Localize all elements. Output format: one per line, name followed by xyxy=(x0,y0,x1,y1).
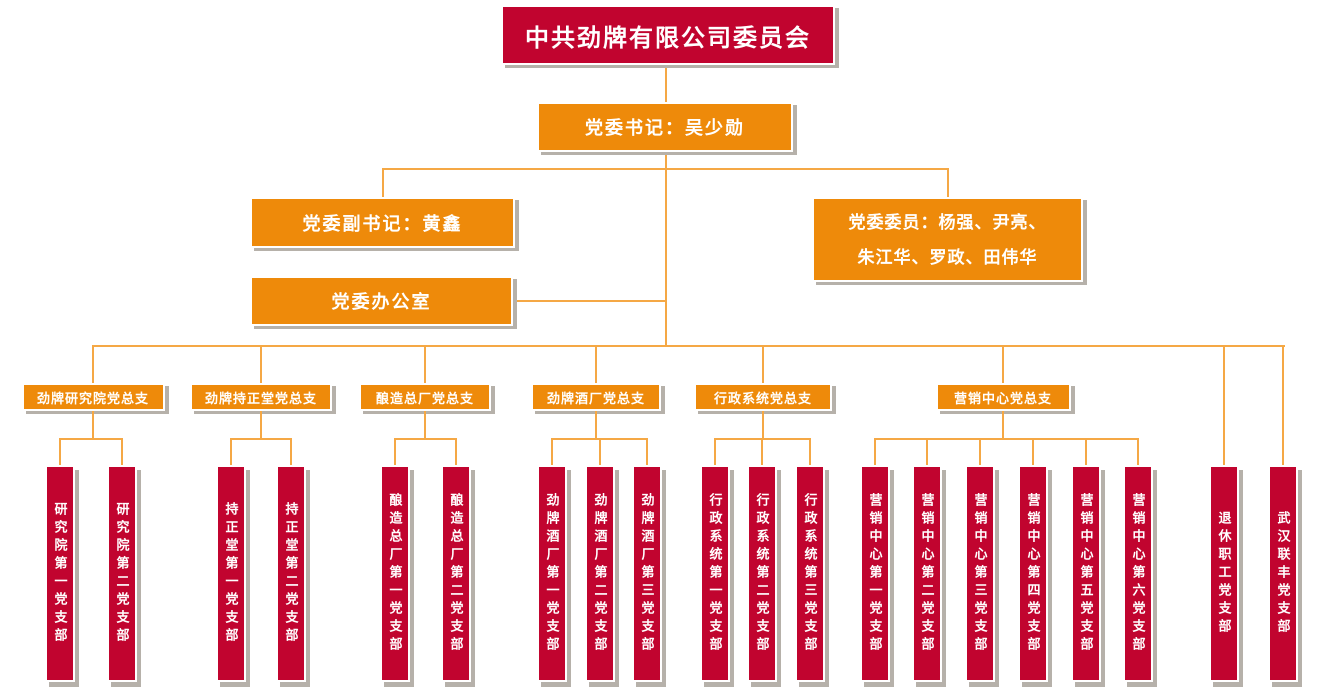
node-party-branch: 酿造总厂第二党支部 xyxy=(441,465,471,682)
committee-members-line1: 党委委员：杨强、尹亮、 xyxy=(848,212,1047,232)
node-party-branch: 行政系统第三党支部 xyxy=(795,465,825,682)
node-general-branch: 行政系统党总支 xyxy=(694,383,832,411)
connector-drop-general-branch xyxy=(595,345,597,383)
connector-drop-party-branch xyxy=(714,438,716,467)
connector-drop-party-branch xyxy=(394,438,396,467)
connector-branch-stem xyxy=(762,411,764,440)
node-party-branch: 武汉联丰党支部 xyxy=(1268,465,1298,682)
committee-members-line2: 朱江华、罗政、田伟华 xyxy=(857,247,1038,267)
connector-drop-party-branch xyxy=(1137,438,1139,467)
node-party-branch: 行政系统第一党支部 xyxy=(700,465,730,682)
node-party-branch: 营销中心第四党支部 xyxy=(1018,465,1048,682)
connector-drop-party-branch xyxy=(455,438,457,467)
connector-level2-horizontal xyxy=(382,168,949,170)
connector-branch-stem xyxy=(260,411,262,440)
node-party-branch: 酿造总厂第一党支部 xyxy=(380,465,410,682)
node-party-branch: 营销中心第二党支部 xyxy=(912,465,942,682)
node-party-branch: 劲牌酒厂第一党支部 xyxy=(537,465,567,682)
connector-committee-secretary xyxy=(665,65,667,102)
deputy-secretary-label: 党委副书记：黄鑫 xyxy=(302,213,463,234)
connector-branch-horizontal xyxy=(874,438,1139,440)
connector-drop-party-branch xyxy=(290,438,292,467)
node-party-branch: 劲牌酒厂第三党支部 xyxy=(632,465,662,682)
connector-drop-members xyxy=(947,168,949,197)
connector-drop-party-branch xyxy=(599,438,601,467)
connector-drop-general-branch xyxy=(92,345,94,383)
connector-drop-party-branch xyxy=(926,438,928,467)
connector-drop-direct-branch xyxy=(1223,345,1225,467)
connector-drop-party-branch xyxy=(1085,438,1087,467)
node-party-branch: 行政系统第二党支部 xyxy=(747,465,777,682)
connector-drop-party-branch xyxy=(551,438,553,467)
connector-branch-horizontal xyxy=(230,438,292,440)
node-general-branch: 劲牌研究院党总支 xyxy=(21,383,165,411)
connector-branch-horizontal xyxy=(394,438,457,440)
connector-drop-party-branch xyxy=(646,438,648,467)
connector-drop-general-branch xyxy=(424,345,426,383)
connector-drop-party-branch xyxy=(1032,438,1034,467)
node-party-branch: 持正堂第一党支部 xyxy=(216,465,246,682)
connector-drop-party-branch xyxy=(809,438,811,467)
connector-branch-stem xyxy=(595,411,597,440)
connector-main-horizontal xyxy=(93,345,1285,347)
node-party-branch: 退休职工党支部 xyxy=(1209,465,1239,682)
node-party-branch: 营销中心第六党支部 xyxy=(1123,465,1153,682)
connector-secretary-mainline xyxy=(665,152,667,346)
connector-drop-party-branch xyxy=(59,438,61,467)
node-party-secretary: 党委书记：吴少勋 xyxy=(537,102,793,152)
connector-office xyxy=(513,300,666,302)
connector-drop-general-branch xyxy=(260,345,262,383)
party-secretary-label: 党委书记：吴少勋 xyxy=(585,118,745,138)
node-party-branch: 持正堂第二党支部 xyxy=(276,465,306,682)
connector-drop-deputy xyxy=(382,168,384,197)
node-party-branch: 营销中心第三党支部 xyxy=(965,465,995,682)
party-office-label: 党委办公室 xyxy=(331,292,432,312)
connector-drop-party-branch xyxy=(121,438,123,467)
node-party-branch: 营销中心第五党支部 xyxy=(1071,465,1101,682)
node-general-branch: 营销中心党总支 xyxy=(935,383,1071,411)
connector-branch-stem xyxy=(424,411,426,440)
node-party-branch: 研究院第二党支部 xyxy=(107,465,137,682)
party-committee-label: 中共劲牌有限公司委员会 xyxy=(525,24,811,52)
connector-drop-party-branch xyxy=(979,438,981,467)
node-party-branch: 营销中心第一党支部 xyxy=(860,465,890,682)
connector-branch-horizontal xyxy=(59,438,123,440)
connector-drop-party-branch xyxy=(761,438,763,467)
connector-drop-direct-branch xyxy=(1282,345,1284,467)
connector-drop-general-branch xyxy=(762,345,764,383)
node-party-committee: 中共劲牌有限公司委员会 xyxy=(501,5,835,65)
node-party-branch: 研究院第一党支部 xyxy=(45,465,75,682)
node-committee-members: 党委委员：杨强、尹亮、 朱江华、罗政、田伟华 xyxy=(812,197,1083,282)
node-general-branch: 劲牌持正堂党总支 xyxy=(190,383,332,411)
node-party-office: 党委办公室 xyxy=(250,276,513,326)
node-party-branch: 劲牌酒厂第二党支部 xyxy=(585,465,615,682)
connector-drop-general-branch xyxy=(1002,345,1004,383)
node-general-branch: 劲牌酒厂党总支 xyxy=(531,383,661,411)
connector-drop-party-branch xyxy=(874,438,876,467)
connector-branch-stem xyxy=(1002,411,1004,440)
node-general-branch: 酿造总厂党总支 xyxy=(359,383,491,411)
connector-branch-stem xyxy=(92,411,94,440)
node-deputy-secretary: 党委副书记：黄鑫 xyxy=(250,197,515,248)
connector-drop-party-branch xyxy=(230,438,232,467)
